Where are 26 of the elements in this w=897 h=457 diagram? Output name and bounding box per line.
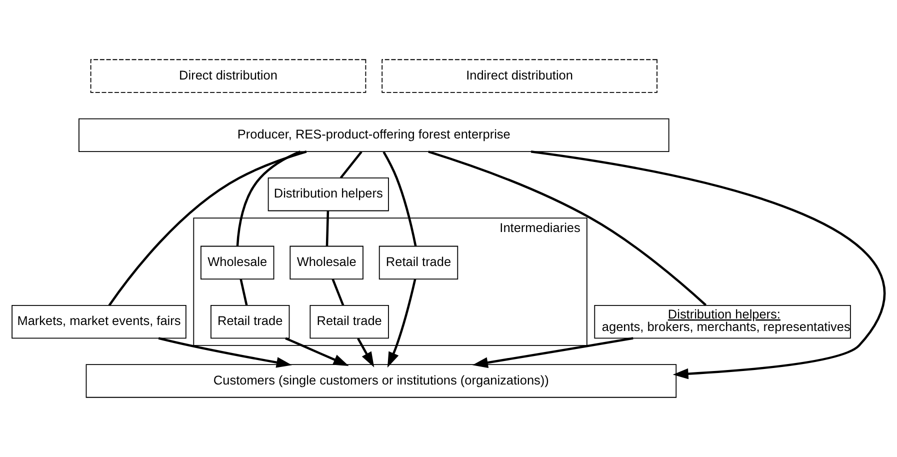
arrow <box>387 278 416 368</box>
connector <box>332 278 344 306</box>
node-box: Producer, RES-product-offering forest enterprise <box>78 118 670 152</box>
arrow <box>357 338 374 368</box>
node-box: Indirect distribution <box>382 59 658 93</box>
node-box: Markets, market events, fairs <box>12 304 186 339</box>
node-box: Retail trade <box>310 304 389 339</box>
connector <box>236 150 301 246</box>
connector <box>382 151 417 246</box>
node-box: Distribution helpers <box>268 178 389 212</box>
connector <box>240 278 248 306</box>
node-box: Retail trade <box>378 246 458 280</box>
arrow <box>530 150 886 380</box>
node-box: Customers (single customers or institutions (organizations)) <box>86 364 677 398</box>
arrow <box>285 337 349 366</box>
connector <box>428 150 707 306</box>
connector <box>326 210 330 246</box>
node-box: Wholesale <box>200 246 274 280</box>
connector <box>108 150 307 306</box>
node-box: Retail trade <box>210 304 290 339</box>
connector <box>340 151 362 179</box>
node-box: Direct distribution <box>90 59 366 93</box>
arrow <box>472 337 634 368</box>
node-box: Distribution helpers: agents, brokers, merchants, representatives <box>594 304 851 339</box>
node-box: Wholesale <box>290 246 364 280</box>
arrow <box>158 337 292 368</box>
